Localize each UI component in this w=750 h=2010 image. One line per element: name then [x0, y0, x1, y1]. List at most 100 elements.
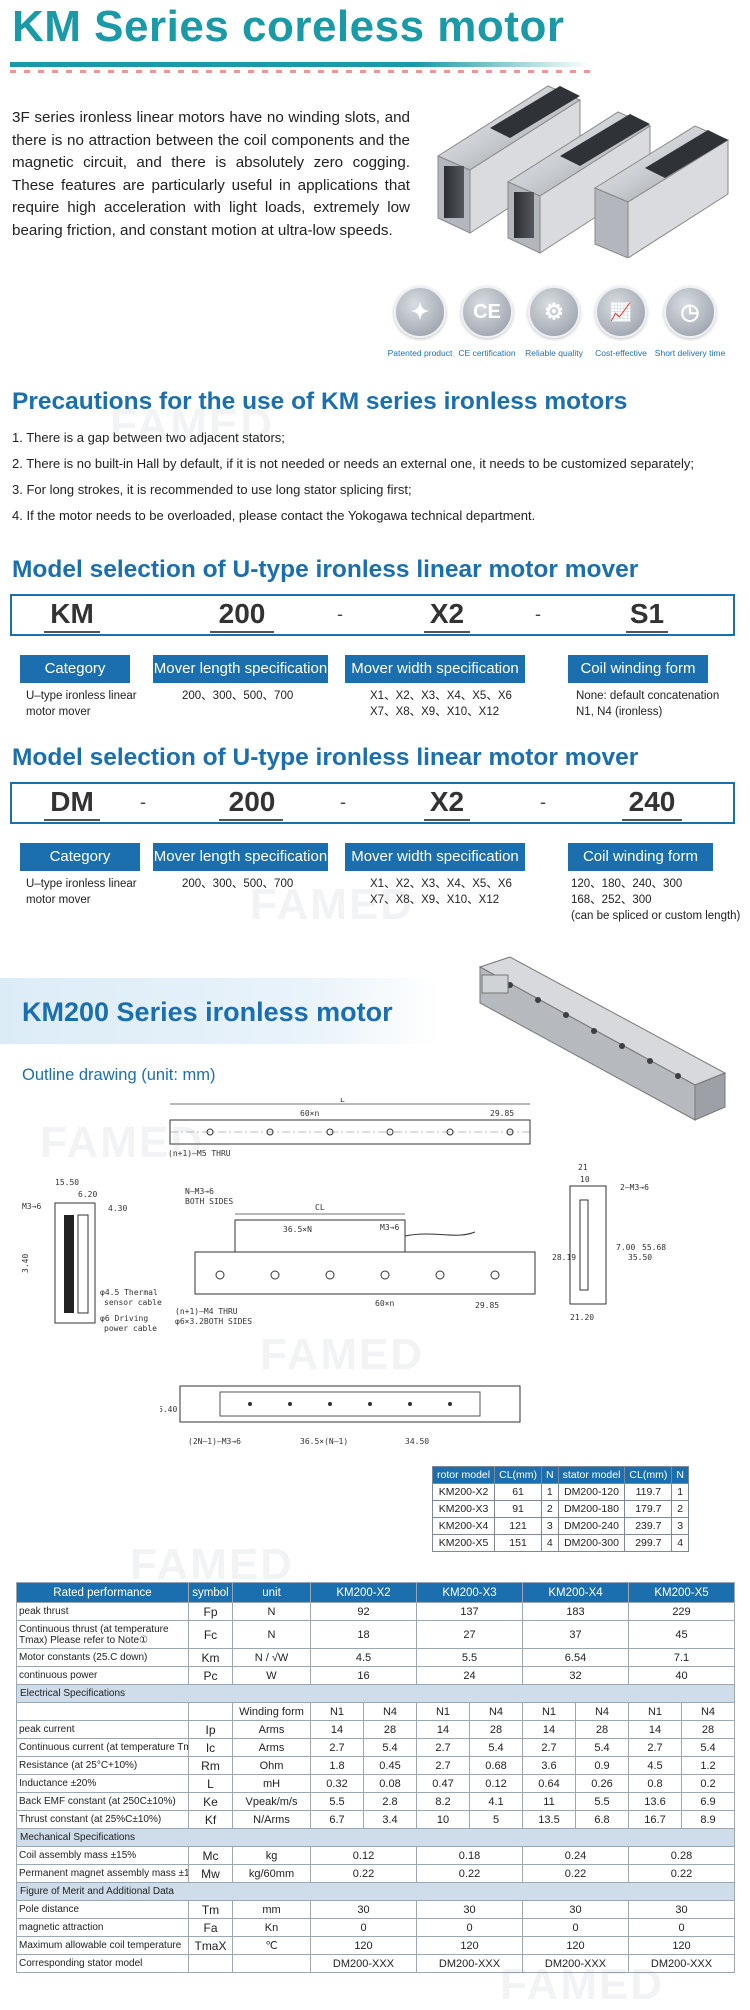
tag-length: Mover length specification	[153, 843, 328, 871]
desc-length: 200、300、500、700	[182, 878, 294, 890]
code-length: 200	[228, 786, 276, 817]
tag-width: Mover width specification	[345, 843, 525, 871]
cert-label: CE certification	[458, 348, 516, 358]
tag-length: Mover length specification	[153, 655, 328, 683]
intro-paragraph: 3F series ironless linear motors have no…	[12, 109, 410, 239]
code-category: KM	[50, 598, 94, 629]
svg-text:φ6 Driving: φ6 Driving	[100, 1314, 148, 1323]
watermark: FAMED	[250, 880, 414, 929]
gear-icon: ⚙	[528, 286, 580, 338]
cert-label: Cost-effective	[595, 348, 647, 358]
title-dotted-rule	[10, 70, 590, 73]
precaution-item: 2. There is no built-in Hall by default,…	[12, 456, 694, 471]
model-km-code-box: KM 200 - X2 - S1	[10, 594, 735, 636]
watermark: FAMED	[500, 1960, 664, 2009]
top-view-drawing: L 60×n 29.85 (n+1)—M5 THRU	[168, 1098, 531, 1158]
svg-text:36.5×N: 36.5×N	[283, 1225, 312, 1234]
svg-text:CL: CL	[315, 1203, 325, 1212]
svg-text:2—M3→6: 2—M3→6	[620, 1183, 649, 1192]
svg-text:15.50: 15.50	[55, 1178, 79, 1187]
spec-section-row: Figure of Merit and Additional Data	[16, 1882, 735, 1901]
spec-row: Continuous thrust (at temperature Tmax) …	[16, 1620, 735, 1649]
code-width: X2	[429, 598, 465, 629]
spec-row: Continuous current (at temperature Tmax)…	[16, 1738, 735, 1757]
precaution-item: 1. There is a gap between two adjacent s…	[12, 430, 285, 445]
code-winding: 240	[628, 786, 676, 817]
svg-text:(n+1)—M5 THRU: (n+1)—M5 THRU	[168, 1149, 231, 1158]
end-view-drawing: 15.50 6.20 M3→6 4.30 3.40 φ4.5 Thermal s…	[21, 1178, 162, 1333]
svg-text:29.85: 29.85	[490, 1109, 514, 1118]
svg-text:N—M3→6: N—M3→6	[185, 1187, 214, 1196]
svg-text:6.20: 6.20	[78, 1190, 97, 1199]
tag-category: Category	[20, 655, 130, 683]
code-width: X2	[429, 786, 465, 817]
tag-category: Category	[20, 843, 140, 871]
svg-text:60×n: 60×n	[375, 1299, 394, 1308]
watermark: FAMED	[130, 1540, 294, 1589]
svg-text:BOTH SIDES: BOTH SIDES	[185, 1197, 233, 1206]
chart-icon: 📈	[595, 286, 647, 338]
km200-banner	[0, 978, 440, 1044]
cert-cost: 📈 Cost-effective	[591, 286, 651, 358]
code-winding: S1	[629, 598, 665, 629]
tag-winding: Coil winding form	[568, 655, 708, 683]
svg-text:34.50: 34.50	[405, 1437, 429, 1446]
cert-label: Patented product	[387, 348, 453, 358]
svg-text:28.19: 28.19	[552, 1253, 576, 1262]
svg-text:29.85: 29.85	[475, 1301, 499, 1310]
svg-text:60×n: 60×n	[300, 1109, 319, 1118]
cert-delivery: ◷ Short delivery time	[655, 286, 725, 358]
title-underline	[10, 62, 590, 67]
cert-label: Short delivery time	[654, 348, 726, 358]
motor-unit-3	[593, 125, 730, 258]
svg-text:(2N–1)—M3→6: (2N–1)—M3→6	[188, 1437, 241, 1446]
cert-label: Reliable quality	[525, 348, 583, 358]
cert-ce: CE CE certification	[457, 286, 517, 358]
code-category: DM	[50, 786, 94, 817]
svg-text:(n+1)—M4 THRU: (n+1)—M4 THRU	[175, 1307, 238, 1316]
clock-icon: ◷	[664, 286, 716, 338]
watermark: FAMED	[260, 1330, 424, 1379]
watermark: FAMED	[110, 400, 274, 449]
motor-unit-1	[436, 85, 582, 234]
motor-product-image	[436, 85, 730, 258]
svg-text:power cable: power cable	[104, 1324, 157, 1333]
svg-text:4.30: 4.30	[108, 1204, 127, 1213]
svg-text:φ6×3.2BOTH SIDES: φ6×3.2BOTH SIDES	[175, 1317, 252, 1326]
svg-text:10: 10	[580, 1175, 590, 1184]
spec-section-row: Mechanical Specifications	[16, 1828, 735, 1847]
svg-text:55.68: 55.68	[642, 1243, 666, 1252]
patent-icon: ✦	[394, 286, 446, 338]
motor-unit-2	[506, 111, 652, 254]
rail-product-image	[478, 956, 727, 1121]
svg-text:21.20: 21.20	[570, 1313, 594, 1322]
svg-text:7.00: 7.00	[616, 1243, 635, 1252]
svg-text:3.40: 3.40	[21, 1254, 30, 1273]
svg-text:φ4.5 Thermal: φ4.5 Thermal	[100, 1288, 158, 1297]
model-km-title: Model selection of U-type ironless linea…	[12, 556, 639, 583]
km200-title: KM200 Series ironless motor	[22, 997, 393, 1027]
bottom-view-drawing: 6.40 (2N–1)—M3→6 36.5×(N–1) 34.50	[160, 1385, 521, 1446]
code-length: 200	[218, 598, 266, 629]
